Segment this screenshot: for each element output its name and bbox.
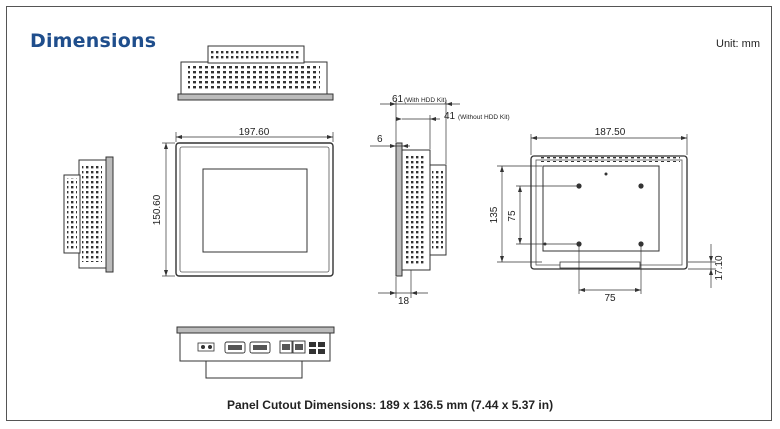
unit-label: Unit: mm [716, 38, 760, 50]
bottom-offset-label: 17.10 [714, 255, 725, 280]
depth-with-hdd-label: 61 [392, 94, 404, 105]
front-width-label: 197.60 [239, 127, 270, 138]
front-height-label: 150.60 [152, 194, 163, 225]
rear-view: 187.50 135 75 75 17.10 [489, 127, 725, 304]
top-view [177, 45, 334, 101]
page-title: Dimensions [30, 30, 157, 52]
bottom-depth-label: 18 [398, 296, 410, 307]
drawing-frame [6, 6, 772, 421]
left-side-view [63, 156, 114, 273]
hole-horizontal-label: 75 [604, 293, 616, 304]
bezel-depth-label: 6 [377, 134, 383, 145]
rear-height-label: 135 [489, 206, 500, 223]
depth-with-hdd-note: (With HDD Kit) [404, 97, 447, 104]
depth-without-hdd-label: 41 [444, 111, 456, 122]
front-view: 197.60 150.60 [152, 127, 334, 277]
bottom-view [176, 326, 335, 379]
panel-cutout-caption: Panel Cutout Dimensions: 189 x 136.5 mm … [226, 398, 554, 412]
hole-vertical-label: 75 [507, 210, 518, 222]
rear-width-label: 187.50 [595, 127, 626, 138]
right-side-view: 61 (With HDD Kit) 41 (Without HDD Kit) 6… [370, 94, 510, 307]
depth-without-hdd-note: (Without HDD Kit) [458, 114, 510, 121]
